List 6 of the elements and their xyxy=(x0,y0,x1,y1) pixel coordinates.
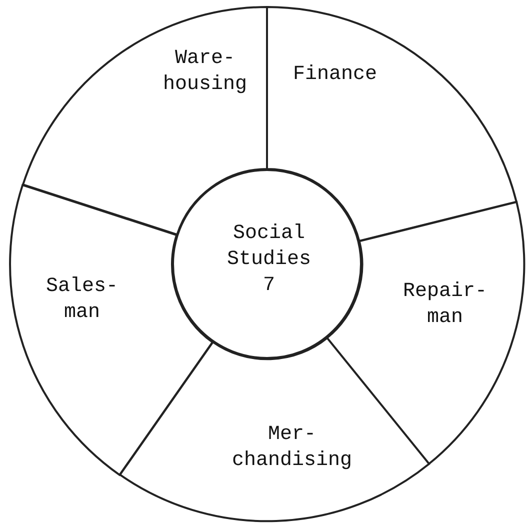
segment-label: Finance xyxy=(293,62,377,88)
segment-label: Ware- housing xyxy=(162,46,247,98)
segment-label: Mer- chandising xyxy=(232,422,352,474)
segment-label: Repair- man xyxy=(402,278,487,331)
center-label: Social Studies 7 xyxy=(227,221,311,299)
segment-label: Sales- man xyxy=(46,274,118,326)
